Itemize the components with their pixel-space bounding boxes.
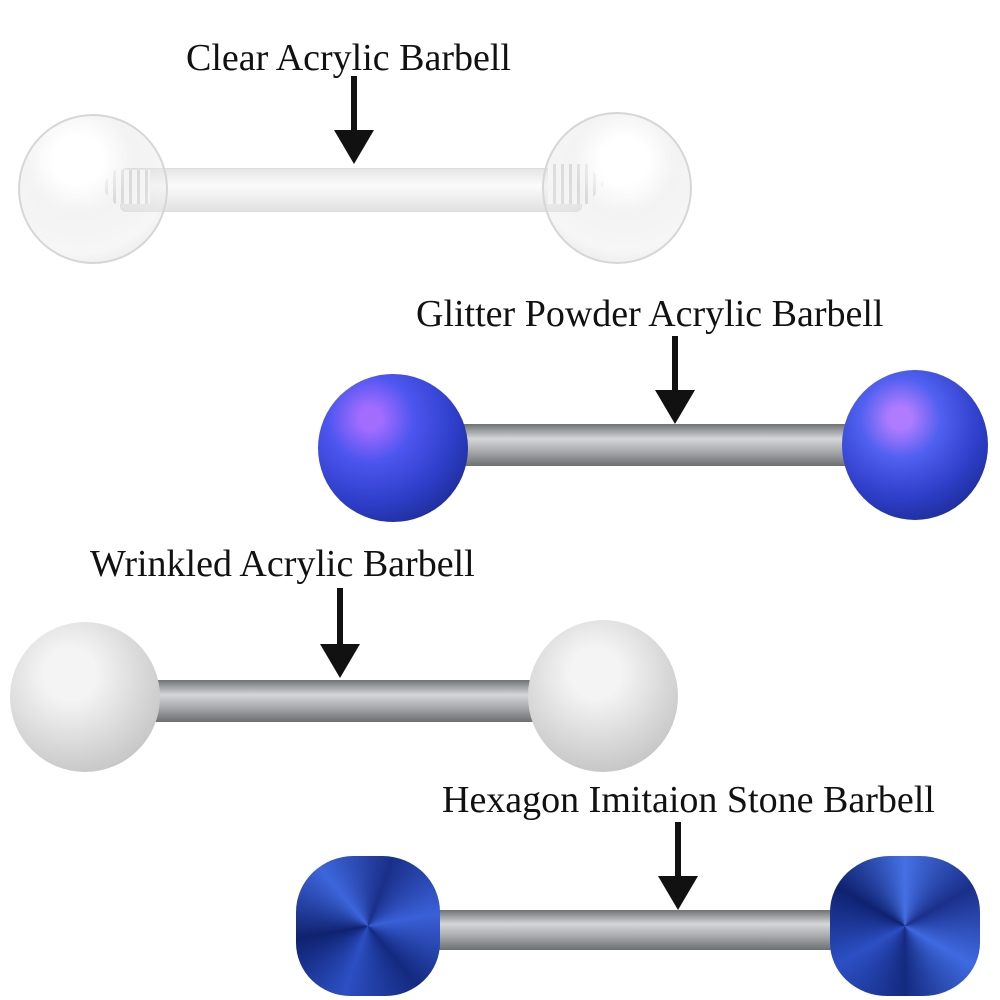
clear-ball-right [542, 112, 692, 264]
barbell-bar [430, 910, 836, 950]
arrow-down-icon [658, 822, 698, 912]
arrow-down-icon [320, 588, 360, 680]
faceted-stone-right [830, 856, 980, 996]
glitter-ball-right [842, 370, 988, 520]
product-label-glitter-powder: Glitter Powder Acrylic Barbell [416, 293, 884, 335]
product-label-wrinkled-acrylic: Wrinkled Acrylic Barbell [90, 543, 475, 585]
clear-ball-left [18, 114, 168, 264]
wrinkled-ball-left [10, 622, 160, 772]
faceted-stone-left [296, 856, 440, 996]
product-label-clear-acrylic: Clear Acrylic Barbell [186, 37, 511, 79]
arrow-down-icon [655, 336, 695, 424]
glitter-ball-left [318, 374, 468, 522]
wrinkled-ball-right [528, 620, 678, 772]
barbell-bar [450, 424, 870, 466]
barbell-bar [140, 680, 550, 722]
product-label-hexagon-stone: Hexagon Imitaion Stone Barbell [442, 779, 935, 821]
barbell-bar [120, 168, 582, 212]
arrow-down-icon [334, 76, 374, 164]
